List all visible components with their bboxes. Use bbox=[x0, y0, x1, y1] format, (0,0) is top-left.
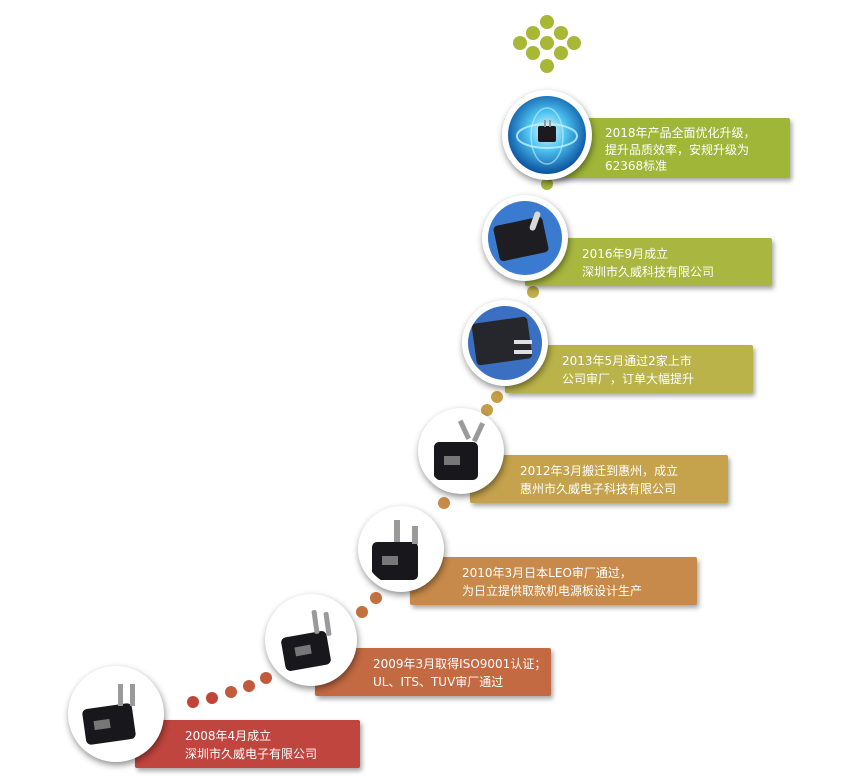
milestone-line: 62368标准 bbox=[605, 159, 668, 173]
us-plug-adapter-icon bbox=[468, 306, 542, 380]
milestone-label: 2012年3月搬迁到惠州，成立 惠州市久威电子科技有限公司 bbox=[470, 455, 728, 503]
product-photo bbox=[68, 666, 164, 762]
milestone-line: 为日立提供取款机电源板设计生产 bbox=[462, 584, 643, 598]
timeline-dot bbox=[187, 696, 199, 708]
product-photo bbox=[462, 300, 548, 386]
milestone-line: 2018年产品全面优化升级， bbox=[605, 126, 756, 140]
milestone-line: 2012年3月搬迁到惠州，成立 bbox=[520, 464, 679, 478]
milestone-line: 2009年3月取得ISO9001认证； bbox=[373, 657, 547, 671]
timeline-dot bbox=[356, 606, 368, 618]
timeline-dot bbox=[225, 686, 237, 698]
product-photo bbox=[502, 90, 592, 180]
timeline-dot bbox=[438, 497, 450, 509]
milestone-line: 2010年3月日本LEO审厂通过， bbox=[462, 566, 632, 580]
timeline-dot bbox=[540, 59, 554, 73]
eu-plug-adapter-icon bbox=[271, 600, 351, 680]
timeline-dot bbox=[554, 46, 568, 60]
timeline-dot bbox=[540, 15, 554, 29]
timeline-dot bbox=[370, 592, 382, 604]
milestone-label: 2010年3月日本LEO审厂通过， 为日立提供取款机电源板设计生产 bbox=[410, 557, 697, 605]
timeline-dot bbox=[526, 26, 540, 40]
timeline-dot bbox=[540, 36, 554, 50]
milestone-line: 提升品质效率，安规升级为 bbox=[605, 143, 750, 157]
timeline-dot bbox=[513, 36, 527, 50]
timeline-dot bbox=[554, 26, 568, 40]
milestone-line: UL、ITS、TUV审厂通过 bbox=[373, 675, 504, 689]
milestone-line: 惠州市久威电子科技有限公司 bbox=[520, 482, 677, 496]
milestone-line: 公司审厂，订单大幅提升 bbox=[562, 372, 695, 386]
uk-plug-adapter-icon bbox=[364, 512, 438, 586]
timeline-dot bbox=[541, 178, 553, 190]
milestone-label: 2013年5月通过2家上市 公司审厂，订单大幅提升 bbox=[505, 345, 753, 393]
product-photo bbox=[265, 594, 357, 686]
timeline-dot bbox=[243, 680, 255, 692]
milestone-line: 深圳市久威科技有限公司 bbox=[582, 265, 715, 279]
eu-plug-adapter-icon bbox=[488, 201, 562, 275]
product-photo bbox=[358, 506, 444, 592]
timeline-dot bbox=[527, 286, 539, 298]
globe-adapter-icon bbox=[508, 96, 586, 174]
product-photo bbox=[418, 408, 504, 494]
milestone-line: 2016年9月成立 bbox=[582, 247, 669, 261]
timeline-dot bbox=[526, 46, 540, 60]
milestone-line: 2013年5月通过2家上市 bbox=[562, 354, 692, 368]
milestone-line: 深圳市久威电子有限公司 bbox=[185, 747, 318, 761]
us-plug-adapter-icon bbox=[74, 672, 158, 756]
milestone-line: 2008年4月成立 bbox=[185, 729, 272, 743]
timeline-dot bbox=[567, 36, 581, 50]
milestone-label: 2008年4月成立 深圳市久威电子有限公司 bbox=[135, 720, 360, 768]
timeline-dot bbox=[491, 391, 503, 403]
timeline-dot bbox=[481, 404, 493, 416]
timeline-dot bbox=[206, 692, 218, 704]
product-photo bbox=[482, 195, 568, 281]
timeline-dot bbox=[260, 672, 272, 684]
milestone-label: 2009年3月取得ISO9001认证； UL、ITS、TUV审厂通过 bbox=[315, 648, 551, 696]
au-plug-adapter-icon bbox=[424, 414, 498, 488]
